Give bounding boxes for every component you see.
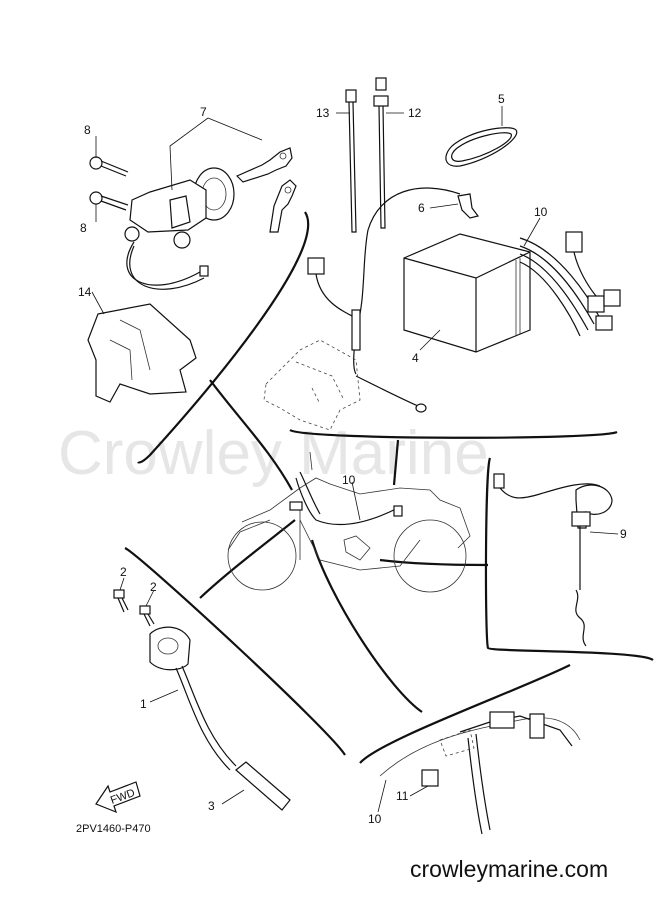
svg-text:FWD: FWD <box>109 787 137 807</box>
callout-8: 8 <box>84 123 91 137</box>
switch-cover <box>87 291 197 403</box>
callout-10: 10 <box>534 205 548 219</box>
neutral-switch <box>493 473 619 647</box>
screw-icon <box>89 156 129 177</box>
motorcycle-outline <box>227 451 471 593</box>
callout-10: 10 <box>368 812 382 826</box>
callout-14: 14 <box>78 285 92 299</box>
callout-8: 8 <box>80 221 87 235</box>
callout-12: 12 <box>408 106 422 120</box>
bolt-icon <box>139 605 155 627</box>
callout-9: 9 <box>620 527 627 541</box>
main-switch-assembly <box>89 117 297 290</box>
callout-6: 6 <box>418 201 425 215</box>
screw-icon <box>89 191 129 211</box>
callout-2: 2 <box>120 565 127 579</box>
section-dividers <box>124 211 654 764</box>
ignition-coil-assembly <box>113 577 291 811</box>
callout-5: 5 <box>498 92 505 106</box>
callout-2: 2 <box>150 580 157 594</box>
callout-4: 4 <box>412 351 419 365</box>
bolt-icon <box>113 589 129 613</box>
callout-13: 13 <box>316 106 330 120</box>
diagram-code: 2PV1460-P470 <box>76 823 151 835</box>
handlebar-assembly <box>377 711 581 835</box>
footer-site-text: crowleymarine.com <box>410 856 609 882</box>
callout-3: 3 <box>208 799 215 813</box>
callouts: 7 8 8 14 13 12 5 6 10 4 10 9 2 2 1 3 11 … <box>78 92 627 826</box>
cable-bands <box>336 77 404 233</box>
callout-7: 7 <box>200 105 207 119</box>
callout-1: 1 <box>140 697 147 711</box>
watermark-text: Crowley Marine <box>58 419 489 488</box>
battery-assembly <box>263 187 621 431</box>
callout-10: 10 <box>342 473 356 487</box>
fwd-arrow-icon: FWD <box>95 781 141 814</box>
battery-band <box>445 106 518 167</box>
callout-11: 11 <box>396 789 409 803</box>
